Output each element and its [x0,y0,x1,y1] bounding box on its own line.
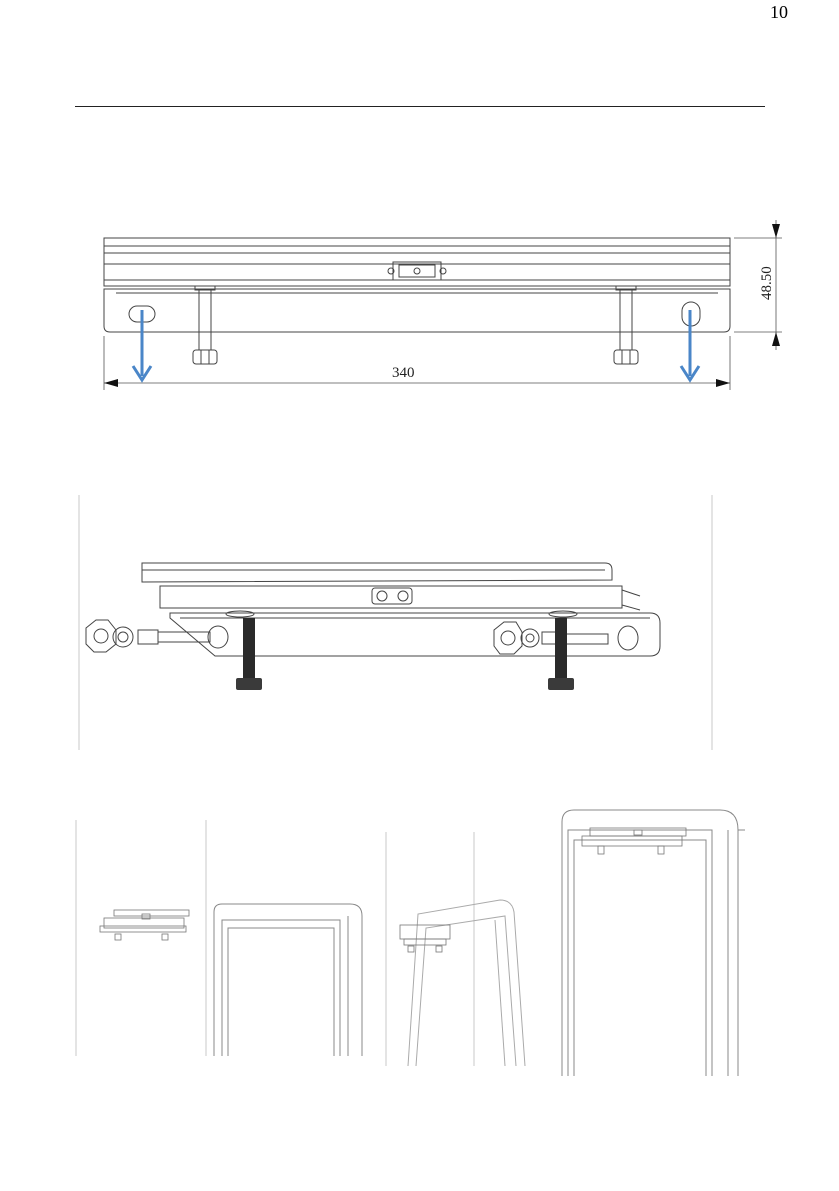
step2-frame [214,904,362,1056]
step1-bracket [100,910,189,940]
step4-bracket [582,828,686,854]
step4-frame [562,810,745,1076]
